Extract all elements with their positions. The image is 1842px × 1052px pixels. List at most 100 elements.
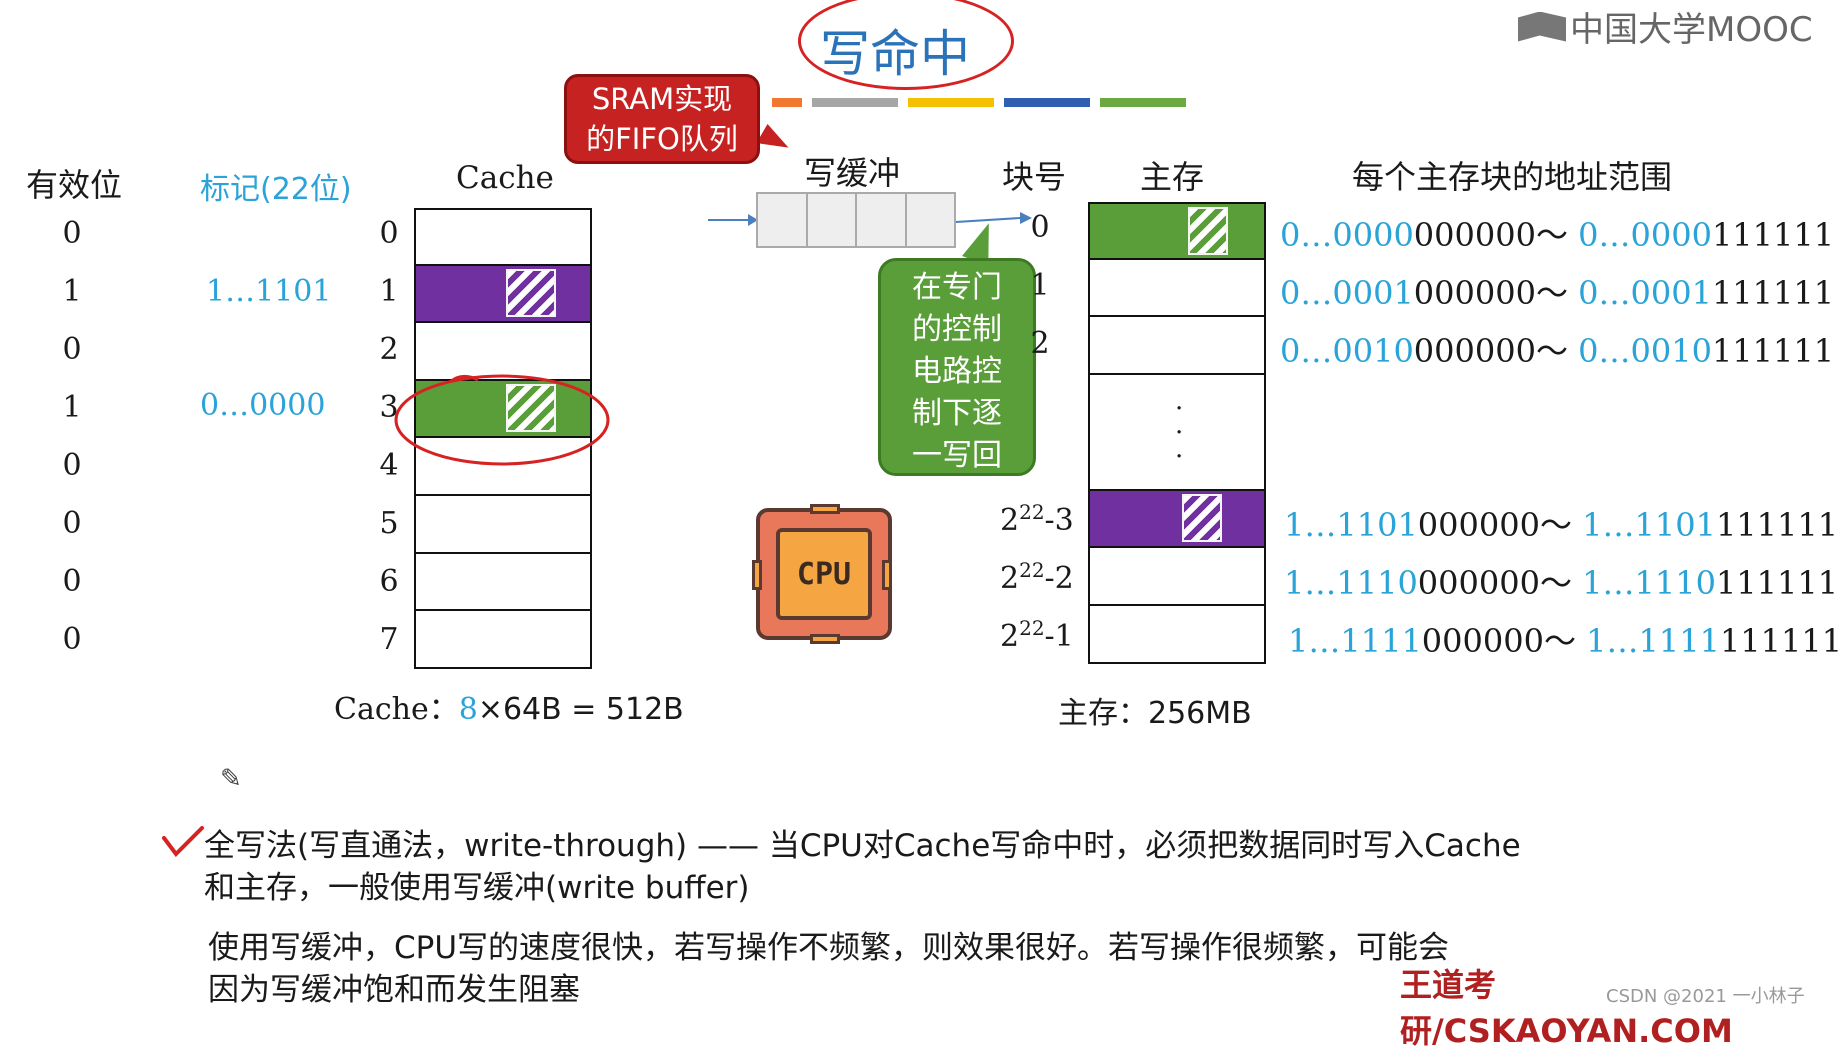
write-buffer [756, 192, 956, 248]
write-buffer-slot [758, 194, 808, 246]
address-range-row: 1…1111000000～ 1…1111111111 [1288, 616, 1842, 662]
addr-end-offset: 111111 [1711, 274, 1835, 312]
address-range-row: 0…0001000000～ 0…0001111111 [1280, 268, 1834, 314]
addr-end-tag: 1…1101 [1582, 506, 1716, 544]
addr-start-tag: 0…0000 [1280, 216, 1414, 254]
cache-line [414, 438, 592, 496]
block-exponent: 22 [1019, 500, 1045, 524]
book-icon [1518, 11, 1566, 42]
memory-word-hatch [1188, 207, 1228, 255]
addr-end-offset: 111111 [1719, 622, 1842, 660]
sram-callout-line1: SRAM实现 [591, 82, 733, 116]
buffer-out-arrow [955, 212, 1032, 224]
header-tag: 标记(22位) [200, 172, 352, 207]
cache-caption-suffix: ×64B = 512B [477, 692, 684, 727]
write-buffer-slot [907, 194, 955, 246]
callout-line: 电路控 [912, 354, 1002, 389]
callout-line: 的控制 [912, 312, 1002, 347]
cache-caption-prefix: Cache： [334, 692, 459, 727]
sram-callout-tail [756, 123, 794, 159]
write-buffer-note-line2: 因为写缓冲饱和而发生阻塞 [208, 972, 580, 1008]
block-exponent: 22 [1019, 616, 1045, 640]
addr-start-offset: 000000～ [1421, 622, 1576, 660]
callout-line: 制下逐 [912, 396, 1002, 431]
addr-end-offset: 111111 [1711, 216, 1835, 254]
write-buffer-slot [808, 194, 857, 246]
valid-bit-5: 0 [62, 506, 82, 541]
header-valid: 有效位 [26, 166, 123, 204]
ellipsis-dots: ··· [1175, 393, 1184, 472]
cache-line [414, 611, 592, 669]
valid-bit-2: 0 [62, 332, 82, 367]
address-range-row: 0…0000000000～ 0…0000111111 [1280, 210, 1834, 256]
addr-start-offset: 000000～ [1413, 332, 1568, 370]
block-base: 2 [1000, 503, 1020, 538]
addr-end-tag: 0…0001 [1578, 274, 1712, 312]
block-offset: -3 [1044, 503, 1074, 538]
cache-caption-count: 8 [458, 692, 478, 727]
cache-index-4: 4 [379, 448, 399, 483]
logo-text: 中国大学MOOC [1570, 10, 1813, 50]
addr-end-tag: 0…0010 [1578, 332, 1712, 370]
addr-start-offset: 000000～ [1413, 274, 1568, 312]
addr-start-tag: 0…0010 [1280, 332, 1414, 370]
cpu-pin [752, 560, 762, 590]
pencil-icon: ✎ [220, 764, 242, 794]
main-memory-table: ··· [1088, 202, 1266, 664]
sram-callout-line2: 的FIFO队列 [586, 122, 738, 156]
header-main-memory: 主存 [1140, 158, 1205, 196]
check-mark-annotation [162, 826, 204, 858]
footer-brand: 王道考研/CSKAOYAN.COM [1400, 966, 1733, 1050]
addr-end-offset: 111111 [1711, 332, 1835, 370]
valid-bit-6: 0 [62, 564, 82, 599]
block-no-2-22-minus-1: 222-1 [1000, 616, 1074, 654]
color-strip-blue [1004, 98, 1090, 107]
addr-end-offset: 111111 [1715, 564, 1839, 602]
color-strip-gray [812, 98, 898, 107]
watermark: CSDN @2021 一小林子 [1606, 986, 1805, 1007]
callout-line: 在专门 [912, 270, 1002, 305]
addr-start-offset: 000000～ [1417, 564, 1572, 602]
color-strip-yellow [908, 98, 994, 107]
cache-line [414, 208, 592, 266]
cpu-pin [810, 504, 840, 514]
page-title: 写命中 [820, 25, 970, 83]
memory-block [1088, 490, 1266, 549]
cache-index-5: 5 [379, 506, 399, 541]
mooc-logo: 中国大学MOOC [1518, 2, 1813, 51]
addr-start-tag: 1…1101 [1284, 506, 1418, 544]
write-through-definition-line2: 和主存，一般使用写缓冲(write buffer) [204, 870, 750, 906]
memory-word-hatch [1182, 493, 1222, 542]
cache-index-6: 6 [379, 564, 399, 599]
valid-bit-4: 0 [62, 448, 82, 483]
valid-bit-0: 0 [62, 216, 82, 251]
block-exponent: 22 [1019, 558, 1045, 582]
cache-line [414, 323, 592, 381]
cache-index-2: 2 [379, 332, 399, 367]
cache-index-0: 0 [379, 216, 399, 251]
header-write-buffer: 写缓冲 [804, 154, 901, 192]
block-no-2-22-minus-3: 222-3 [1000, 500, 1074, 538]
buffer-in-arrow [708, 214, 758, 226]
block-offset: -2 [1044, 561, 1074, 596]
block-no-2-22-minus-2: 222-2 [1000, 558, 1074, 596]
addr-start-tag: 0…0001 [1280, 274, 1414, 312]
block-no-0: 0 [1030, 210, 1050, 245]
valid-bit-1: 1 [62, 274, 82, 309]
write-through-definition-line1: 全写法(写直通法，write-through) —— 当CPU对Cache写命中… [204, 828, 1521, 864]
color-strip-orange [772, 98, 802, 107]
addr-start-offset: 000000～ [1417, 506, 1572, 544]
memory-ellipsis-block: ··· [1088, 374, 1266, 491]
cpu-pin [810, 634, 840, 644]
cache-index-7: 7 [379, 622, 399, 657]
cache-word-hatch [506, 383, 556, 432]
tag-1: 1…1101 [206, 274, 332, 309]
callout-line: 一写回 [912, 438, 1002, 473]
memory-block [1088, 317, 1266, 375]
addr-end-tag: 1…1111 [1586, 622, 1720, 660]
block-base: 2 [1000, 561, 1020, 596]
write-buffer-note-line1: 使用写缓冲，CPU写的速度很快，若写操作不频繁，则效果很好。若写操作很频繁，可能… [208, 930, 1450, 966]
write-buffer-slot [857, 194, 907, 246]
valid-bit-7: 0 [62, 622, 82, 657]
main-memory-size-caption: 主存：256MB [1058, 696, 1252, 731]
